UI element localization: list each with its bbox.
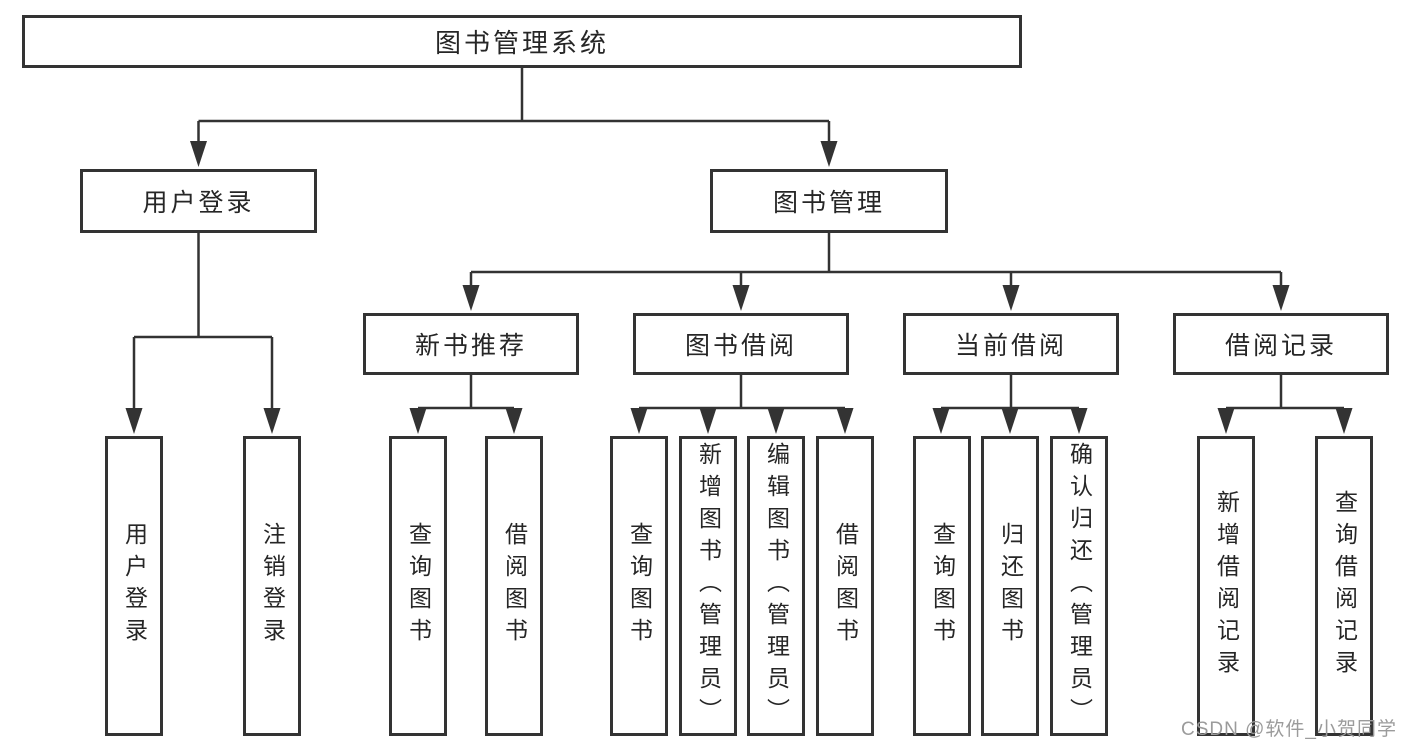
leaf-query-books-borrow: 查询图书: [610, 436, 668, 736]
leaf-edit-book-admin: 编辑图书（管理员）: [747, 436, 805, 736]
leaf-query-books-recommend: 查询图书: [389, 436, 447, 736]
node-book-management: 图书管理: [710, 169, 948, 233]
node-label: 图书管理: [772, 189, 885, 217]
node-label: 借阅图书: [501, 522, 528, 650]
leaf-confirm-return-admin: 确认归还（管理员）: [1050, 436, 1108, 736]
node-label: 确认归还（管理员）: [1066, 442, 1093, 730]
node-label: 图书管理系统: [434, 28, 609, 58]
leaf-borrow-books-recommend: 借阅图书: [485, 436, 543, 736]
node-user-login: 用户登录: [80, 169, 317, 233]
csdn-watermark: CSDN @软件_小贺同学: [1181, 719, 1397, 740]
leaf-add-borrow-record: 新增借阅记录: [1197, 436, 1255, 736]
node-label: 图书借阅: [684, 332, 797, 360]
node-label: 归还图书: [997, 522, 1024, 650]
leaf-return-book: 归还图书: [981, 436, 1039, 736]
node-book-borrow: 图书借阅: [633, 313, 849, 375]
node-label: 用户登录: [121, 522, 148, 650]
leaf-user-login: 用户登录: [105, 436, 163, 736]
node-root: 图书管理系统: [22, 15, 1022, 68]
node-current-borrow: 当前借阅: [903, 313, 1119, 375]
node-label: 查询图书: [929, 522, 956, 650]
connector-new-book-to-leaves: [416, 375, 516, 412]
leaf-add-book-admin: 新增图书（管理员）: [679, 436, 737, 736]
connector-borrow-records-to-leaves: [1224, 375, 1346, 412]
node-borrow-records: 借阅记录: [1173, 313, 1389, 375]
node-label: 查询图书: [405, 522, 432, 650]
connector-root-to-level2: [197, 68, 831, 146]
node-label: 新书推荐: [414, 332, 527, 360]
connector-user-login-to-leaves: [132, 233, 274, 412]
node-label: 用户登录: [142, 189, 255, 217]
node-label: 查询借阅记录: [1331, 490, 1358, 682]
connector-current-borrow-to-leaves: [939, 375, 1081, 412]
connector-book-borrow-to-leaves: [637, 375, 847, 412]
leaf-borrow-books: 借阅图书: [816, 436, 874, 736]
connector-book-management-to-level3: [469, 233, 1283, 292]
node-label: 注销登录: [259, 522, 286, 650]
arrowheads: [125, 141, 1353, 434]
node-label: 新增图书（管理员）: [695, 442, 722, 730]
node-label: 新增借阅记录: [1213, 490, 1240, 682]
node-label: 借阅记录: [1224, 332, 1337, 360]
node-label: 编辑图书（管理员）: [763, 442, 790, 730]
leaf-query-books-current: 查询图书: [913, 436, 971, 736]
leaf-logout: 注销登录: [243, 436, 301, 736]
node-label: 借阅图书: [832, 522, 859, 650]
node-label: 查询图书: [626, 522, 653, 650]
leaf-query-borrow-record: 查询借阅记录: [1315, 436, 1373, 736]
node-new-book-recommend: 新书推荐: [363, 313, 579, 375]
node-label: 当前借阅: [954, 332, 1067, 360]
